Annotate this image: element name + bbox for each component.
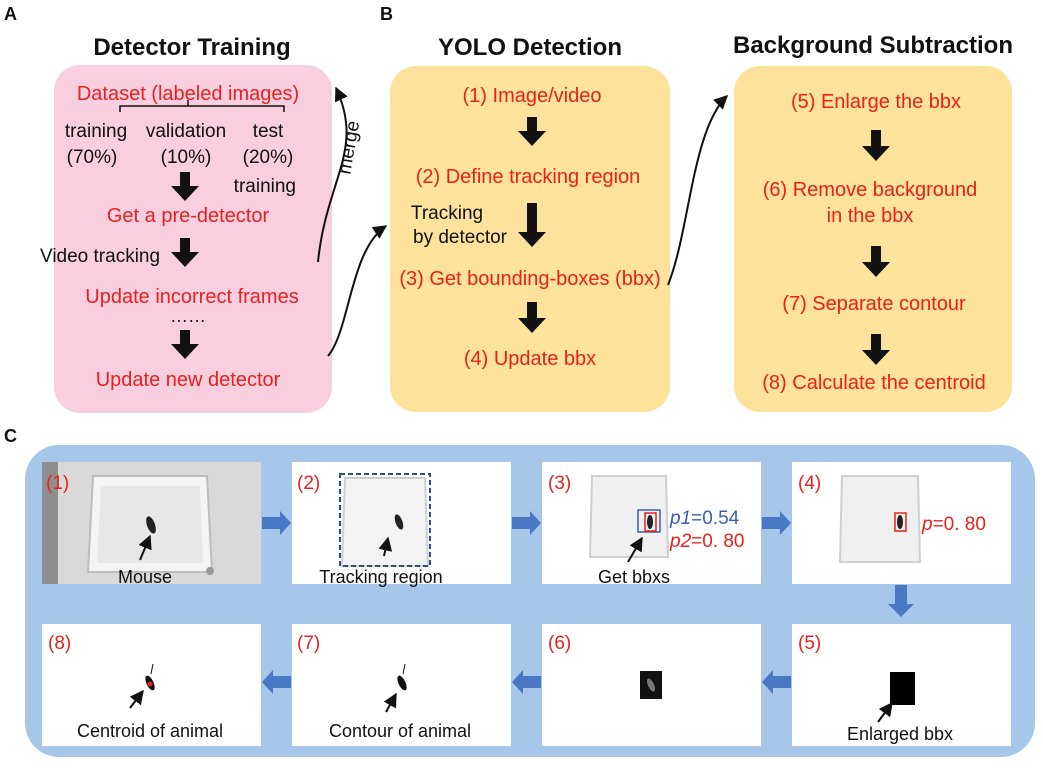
- step5-enlarge-bbx: (5) Enlarge the bbx: [791, 91, 961, 113]
- down-arrow-icon: [171, 172, 199, 201]
- blue-right-arrow-icon: [762, 511, 791, 535]
- tile-caption: Tracking region: [319, 567, 442, 587]
- tile-7-contour: (7) Contour of animal: [292, 624, 511, 746]
- tile-caption: Contour of animal: [329, 721, 471, 741]
- merge-label: merge: [334, 119, 364, 176]
- down-arrow-icon: [518, 203, 546, 247]
- step6-remove-bg-line2: in the bbx: [827, 205, 914, 227]
- p1-score: p1=0.54: [669, 508, 740, 529]
- new-detector-step: Update new detector: [96, 369, 281, 391]
- arrow-b-to-bs-icon: [667, 95, 729, 286]
- down-arrow-icon: [518, 302, 546, 333]
- p-score: p=0. 80: [921, 514, 986, 535]
- blue-right-arrow-icon: [262, 511, 291, 535]
- blue-right-arrow-icon: [512, 511, 541, 535]
- panel-a-box: [54, 65, 332, 413]
- dataset-split-bracket: [119, 100, 285, 112]
- p2-score: p2=0. 80: [669, 531, 745, 552]
- down-arrow-icon: [862, 334, 890, 365]
- blue-left-arrow-icon: [512, 670, 541, 694]
- pre-detector-step: Get a pre-detector: [107, 205, 270, 227]
- tile-number: (1): [46, 473, 69, 494]
- training-label: training: [234, 176, 296, 197]
- split-training-name: training: [65, 121, 127, 142]
- panel-letter-b: B: [380, 4, 393, 24]
- step3-get-bbx: (3) Get bounding-boxes (bbx): [399, 268, 660, 290]
- tile-number: (5): [798, 633, 821, 654]
- split-validation-name: validation: [146, 121, 226, 142]
- panel-b-title: YOLO Detection: [438, 34, 622, 61]
- blue-left-arrow-icon: [762, 670, 791, 694]
- tracking-label-line1: Tracking: [411, 203, 483, 224]
- video-tracking-label: Video tracking: [40, 246, 160, 267]
- split-training-pct: (70%): [67, 147, 118, 168]
- arrow-a-to-b-icon: [327, 225, 388, 357]
- update-frames-step: Update incorrect frames: [85, 286, 298, 308]
- down-arrow-icon: [171, 330, 199, 359]
- contour-blob: [397, 675, 407, 691]
- tile-4-update-bbx: (4) p=0. 80: [792, 462, 1011, 584]
- tile-number: (4): [798, 473, 821, 494]
- dataset-label: Dataset (labeled images): [77, 83, 299, 105]
- split-validation-pct: (10%): [161, 147, 212, 168]
- step8-centroid: (8) Calculate the centroid: [762, 372, 985, 394]
- merge-arrow-icon: [317, 86, 348, 263]
- step1-image-video: (1) Image/video: [463, 85, 602, 107]
- down-arrow-icon: [862, 246, 890, 277]
- down-arrow-icon: [862, 130, 890, 161]
- panel-letter-c: C: [4, 426, 17, 446]
- tile-6-remove-background: (6): [542, 624, 761, 746]
- mouse-blob: [146, 516, 156, 534]
- step2-define-region: (2) Define tracking region: [416, 166, 641, 188]
- step6-remove-bg-line1: (6) Remove background: [763, 179, 978, 201]
- tile-5-enlarged-bbx: (5) Enlarged bbx: [792, 624, 1011, 746]
- split-test-name: test: [253, 121, 284, 142]
- tile-number: (8): [48, 633, 71, 654]
- enlarged-bbx-mask: [890, 672, 915, 705]
- centroid-dot: [147, 681, 153, 687]
- tile-number: (3): [548, 473, 571, 494]
- tile-number: (7): [297, 633, 320, 654]
- panel-letter-a: A: [4, 4, 17, 24]
- blue-down-arrow-icon: [888, 585, 914, 617]
- tile-number: (6): [548, 633, 571, 654]
- panel-bs-box: [734, 66, 1012, 412]
- step7-separate-contour: (7) Separate contour: [782, 293, 966, 315]
- tile-caption: Mouse: [118, 567, 172, 587]
- continuation-dots: ……: [170, 306, 206, 326]
- tile-number: (2): [297, 473, 320, 494]
- tile-1-original-image: (1) Mouse: [42, 462, 261, 587]
- down-arrow-icon: [171, 238, 199, 267]
- blue-left-arrow-icon: [262, 670, 291, 694]
- tracking-region-box: [339, 473, 431, 567]
- tile-2-tracking-region: (2) Tracking region: [292, 462, 511, 587]
- split-test-pct: (20%): [243, 147, 294, 168]
- panel-a-title: Detector Training: [93, 34, 290, 61]
- tile-caption: Get bbxs: [598, 567, 670, 587]
- tile-3-get-bbxs: (3) p1=0.54 p2=0. 80 Get bbxs: [542, 462, 761, 587]
- tile-caption: Centroid of animal: [77, 721, 223, 741]
- tracking-label-line2: by detector: [413, 227, 508, 248]
- tile-8-centroid: (8) Centroid of animal: [42, 624, 261, 746]
- tile-caption: Enlarged bbx: [847, 724, 953, 744]
- step4-update-bbx: (4) Update bbx: [464, 348, 596, 370]
- panel-bs-title: Background Subtraction: [733, 32, 1013, 59]
- down-arrow-icon: [518, 117, 546, 146]
